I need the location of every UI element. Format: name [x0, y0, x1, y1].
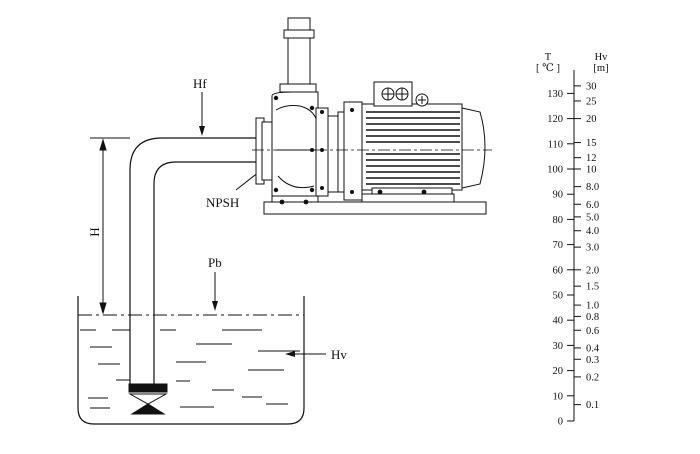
- temperature-tick-label: 0: [558, 417, 563, 428]
- hv-tick-label: 6.0: [586, 200, 599, 211]
- temperature-tick-label: 50: [553, 291, 564, 302]
- hv-tick-label: 10: [586, 165, 597, 176]
- temperature-tick-label: 110: [548, 139, 563, 150]
- hv-tick-label: 5.0: [586, 212, 599, 223]
- temperature-tick-label: 30: [553, 341, 564, 352]
- temperature-tick-label: 130: [547, 89, 563, 100]
- hf-label: Hf: [193, 76, 207, 91]
- hv-tick-label: 0.6: [586, 326, 599, 337]
- temperature-tick-label: 10: [553, 391, 564, 402]
- hv-tick-label: 15: [586, 138, 597, 149]
- temperature-tick-label: 100: [547, 165, 563, 176]
- hv-label: Hv: [331, 347, 347, 362]
- pump-assembly: [255, 17, 487, 215]
- water-dashes: [80, 329, 300, 409]
- water-tank: [77, 296, 305, 425]
- casing-bolts: [273, 95, 427, 205]
- nomogram: T [ ℃ ] Hv [m] 0 10 20 30 40 50 60 70 80 90 100 110…: [536, 52, 609, 428]
- temperature-tick-label: 40: [553, 316, 564, 327]
- hv-tick-label: 20: [586, 114, 597, 125]
- temperature-tick-label: 20: [553, 366, 564, 377]
- temperature-ticks: 0 10 20 30 40 50 60 70 80 90 100 110 120 130: [547, 89, 574, 428]
- hv-tick-label: 1.0: [586, 301, 599, 312]
- hv-tick-label: 30: [586, 81, 597, 92]
- hv-tick-label: 8.0: [586, 182, 599, 193]
- hv-ticks: 0.1 0.2 0.30.4 0.6 0.81.0 1.5 2.0 3.0 4.0 5.06.0 8…: [574, 81, 600, 411]
- hf-arrowhead: [199, 126, 205, 136]
- h-label: H: [87, 227, 102, 236]
- suction-pipe: [129, 137, 262, 384]
- hv-tick-label: 4.0: [586, 226, 599, 237]
- pb-label: Pb: [208, 255, 222, 270]
- temperature-tick-label: 120: [547, 114, 563, 125]
- hv-tick-label: 25: [586, 96, 597, 107]
- hv-arrowhead: [285, 351, 295, 357]
- temperature-symbol: T: [545, 52, 552, 63]
- hv-tick-label: 0.4: [586, 343, 600, 354]
- foot-valve: [128, 383, 168, 415]
- hv-symbol: Hv: [595, 52, 609, 63]
- hv-tick-label: 12: [586, 153, 597, 164]
- hv-tick-label: 0.3: [586, 355, 599, 366]
- npsh-label: NPSH: [206, 195, 239, 210]
- temperature-tick-label: 60: [553, 265, 564, 276]
- temperature-tick-label: 80: [553, 215, 564, 226]
- hv-tick-label: 1.5: [586, 282, 599, 293]
- temperature-tick-label: 70: [553, 240, 564, 251]
- temperature-unit: [ ℃ ]: [536, 63, 560, 74]
- hv-tick-label: 0.8: [586, 312, 599, 323]
- h-dimension: [90, 137, 130, 315]
- temperature-tick-label: 90: [553, 190, 564, 201]
- hv-unit: [m]: [593, 63, 608, 74]
- pb-arrowhead: [212, 301, 218, 311]
- hv-tick-label: 0.1: [586, 400, 599, 411]
- hv-tick-label: 0.2: [586, 372, 599, 383]
- hv-tick-label: 3.0: [586, 243, 599, 254]
- hv-tick-label: 2.0: [586, 265, 599, 276]
